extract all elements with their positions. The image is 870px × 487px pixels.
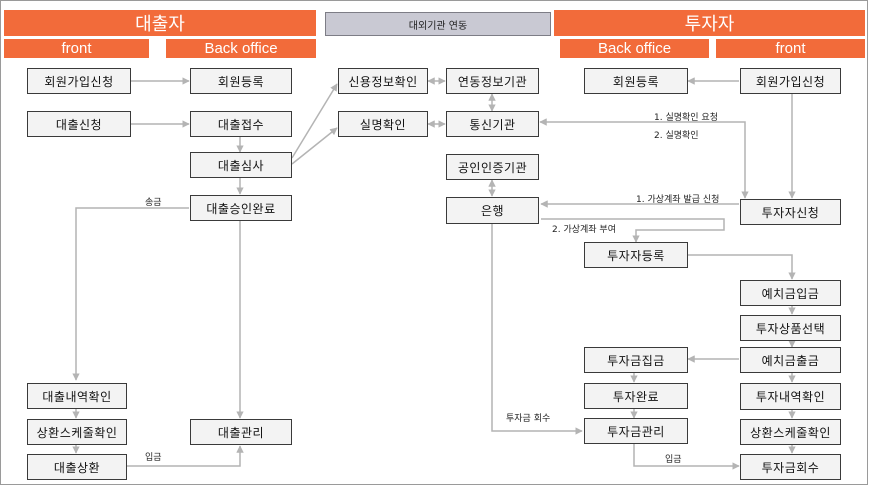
loan-review-box: 대출심사	[190, 152, 292, 178]
vaccount-request-label: 1. 가상계좌 발급 신청	[636, 195, 720, 205]
borrower-back-header: Back office	[166, 39, 316, 58]
credit-agency-box: 연동정보기관	[446, 68, 539, 94]
bank-box: 은행	[446, 197, 539, 224]
investor-register-box: 투자자등록	[584, 242, 688, 268]
verify-request-label: 1. 실명확인 요청	[654, 113, 718, 123]
invest-manage-box: 투자금관리	[584, 418, 688, 444]
invest-history-box: 투자내역확인	[740, 383, 841, 410]
loan-receipt-box: 대출접수	[190, 111, 292, 137]
invest-complete-box: 투자완료	[584, 383, 688, 409]
loan-repay-box: 대출상환	[27, 454, 127, 480]
credit-check-box: 신용정보확인	[338, 68, 428, 94]
investor-member-register-box: 회원등록	[584, 68, 688, 94]
borrower-front-header: front	[4, 39, 149, 58]
investor-apply-box: 투자자신청	[740, 199, 841, 225]
remit-label: 송금	[145, 198, 162, 208]
deposit-in-box: 예치금입금	[740, 280, 841, 306]
loan-history-box: 대출내역확인	[27, 383, 127, 409]
invest-collect-box: 투자금집금	[584, 347, 688, 373]
invest-recover-box: 투자금회수	[740, 454, 841, 480]
cert-agency-box: 공인인증기관	[446, 154, 539, 180]
investor-front-header: front	[716, 39, 865, 58]
verify-label: 2. 실명확인	[654, 131, 699, 141]
borrower-signup-box: 회원가입신청	[27, 68, 131, 94]
borrower-header: 대출자	[4, 10, 316, 36]
vaccount-assign-label: 2. 가상계좌 부여	[552, 225, 616, 235]
loan-manage-box: 대출관리	[190, 419, 292, 445]
investor-header: 투자자	[554, 10, 865, 36]
investor-repay-schedule-box: 상환스케줄확인	[740, 419, 841, 445]
real-name-box: 실명확인	[338, 111, 428, 137]
investor-back-header: Back office	[560, 39, 709, 58]
deposit-left-label: 입금	[145, 453, 162, 463]
borrower-repay-schedule-box: 상환스케줄확인	[27, 419, 127, 445]
borrower-register-box: 회원등록	[190, 68, 292, 94]
loan-apply-box: 대출신청	[27, 111, 131, 137]
deposit-right-label: 입금	[665, 455, 682, 465]
external-header: 대외기관 연동	[325, 12, 551, 36]
deposit-out-box: 예치금출금	[740, 347, 841, 373]
product-select-box: 투자상품선택	[740, 315, 841, 341]
investor-signup-box: 회원가입신청	[740, 68, 841, 94]
loan-approval-box: 대출승인완료	[190, 195, 292, 221]
telecom-box: 통신기관	[446, 111, 539, 137]
invest-return-label: 투자금 회수	[506, 414, 551, 424]
